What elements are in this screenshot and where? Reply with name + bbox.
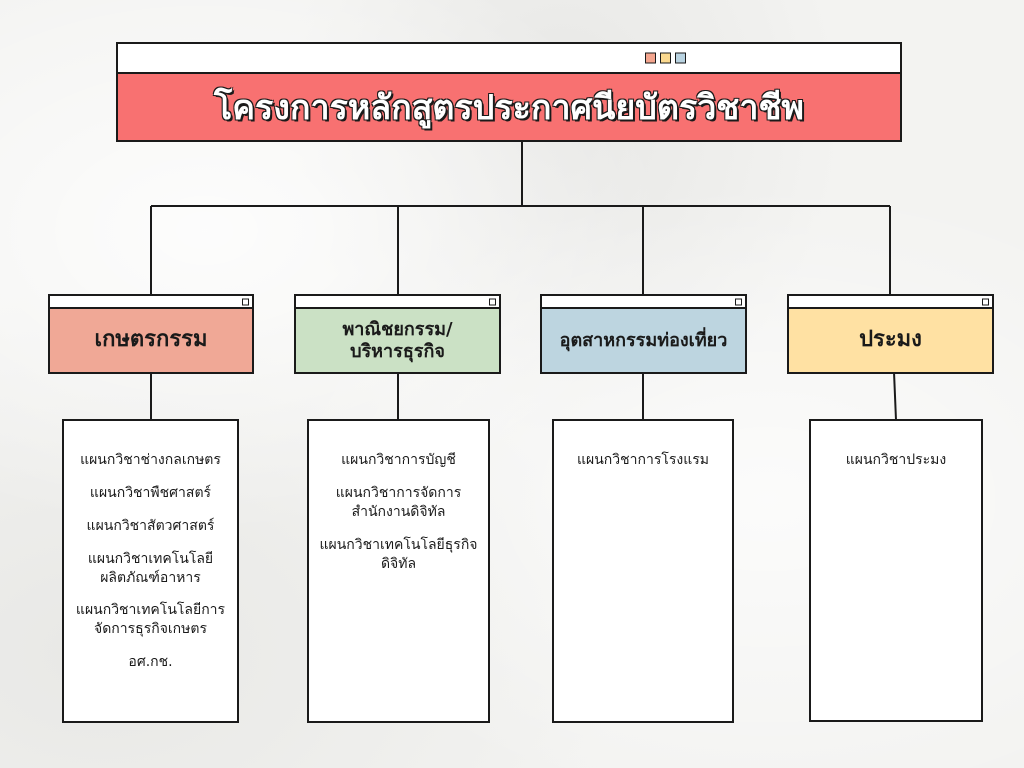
list-item: แผนกวิชาพืชศาสตร์ — [89, 484, 212, 501]
main-title-body: โครงการหลักสูตรประกาศนียบัตรวิชาชีพ — [118, 74, 900, 140]
category-label-commerce: พาณิชยกรรม/บริหารธุรกิจ — [296, 309, 499, 372]
list-item: แผนกวิชาประมง — [845, 452, 947, 468]
category-title-bar — [296, 296, 499, 309]
window-controls — [982, 298, 989, 305]
window-dot-icon — [645, 52, 656, 64]
department-list-commerce: แผนกวิชาการบัญชี แผนกวิชาการจัดการสำนักง… — [307, 419, 490, 723]
category-label-fishery: ประมง — [789, 309, 992, 372]
list-item: แผนกวิชาเทคโนโลยีธุรกิจดิจิทัล — [319, 536, 478, 572]
category-label-agriculture: เกษตรกรรม — [50, 309, 252, 372]
list-item: แผนกวิชาการบัญชี — [341, 452, 456, 468]
page-title: โครงการหลักสูตรประกาศนียบัตรวิชาชีพ — [214, 88, 804, 128]
window-dot-icon — [242, 298, 249, 305]
category-title-bar — [542, 296, 745, 309]
category-label-tourism: อุตสาหกรรมท่องเที่ยว — [542, 309, 745, 372]
department-list-fishery: แผนกวิชาประมง — [809, 419, 983, 722]
department-list-tourism: แผนกวิชาการโรงแรม — [552, 419, 734, 723]
list-item: แผนกวิชาการจัดการสำนักงานดิจิทัล — [335, 484, 462, 520]
window-dot-icon — [735, 298, 742, 305]
window-dot-icon — [489, 298, 496, 305]
window-controls — [489, 298, 496, 305]
category-window-tourism: อุตสาหกรรมท่องเที่ยว — [540, 294, 747, 374]
main-title-window: โครงการหลักสูตรประกาศนียบัตรวิชาชีพ — [116, 42, 902, 142]
window-dot-icon — [660, 52, 671, 64]
department-list-agriculture: แผนกวิชาช่างกลเกษตร แผนกวิชาพืชศาสตร์ แผ… — [62, 419, 239, 723]
list-item: แผนกวิชาช่างกลเกษตร — [80, 452, 221, 468]
category-title-bar — [50, 296, 252, 309]
window-controls — [242, 298, 249, 305]
list-item: แผนกวิชาเทคโนโลยีการจัดการธุรกิจเกษตร — [75, 602, 226, 638]
window-dot-icon — [675, 52, 686, 64]
window-controls — [645, 52, 686, 64]
window-dot-icon — [982, 298, 989, 305]
list-item: แผนกวิชาเทคโนโลยีผลิตภัณฑ์อาหาร — [87, 550, 214, 586]
window-controls — [735, 298, 742, 305]
list-item: แผนกวิชาการโรงแรม — [576, 452, 709, 468]
list-item: แผนกวิชาสัตวศาสตร์ — [86, 517, 215, 534]
category-title-bar — [789, 296, 992, 309]
list-item: อศ.กช. — [128, 654, 173, 671]
category-window-fishery: ประมง — [787, 294, 994, 374]
category-window-commerce: พาณิชยกรรม/บริหารธุรกิจ — [294, 294, 501, 374]
main-title-bar — [118, 44, 900, 74]
category-window-agriculture: เกษตรกรรม — [48, 294, 254, 374]
